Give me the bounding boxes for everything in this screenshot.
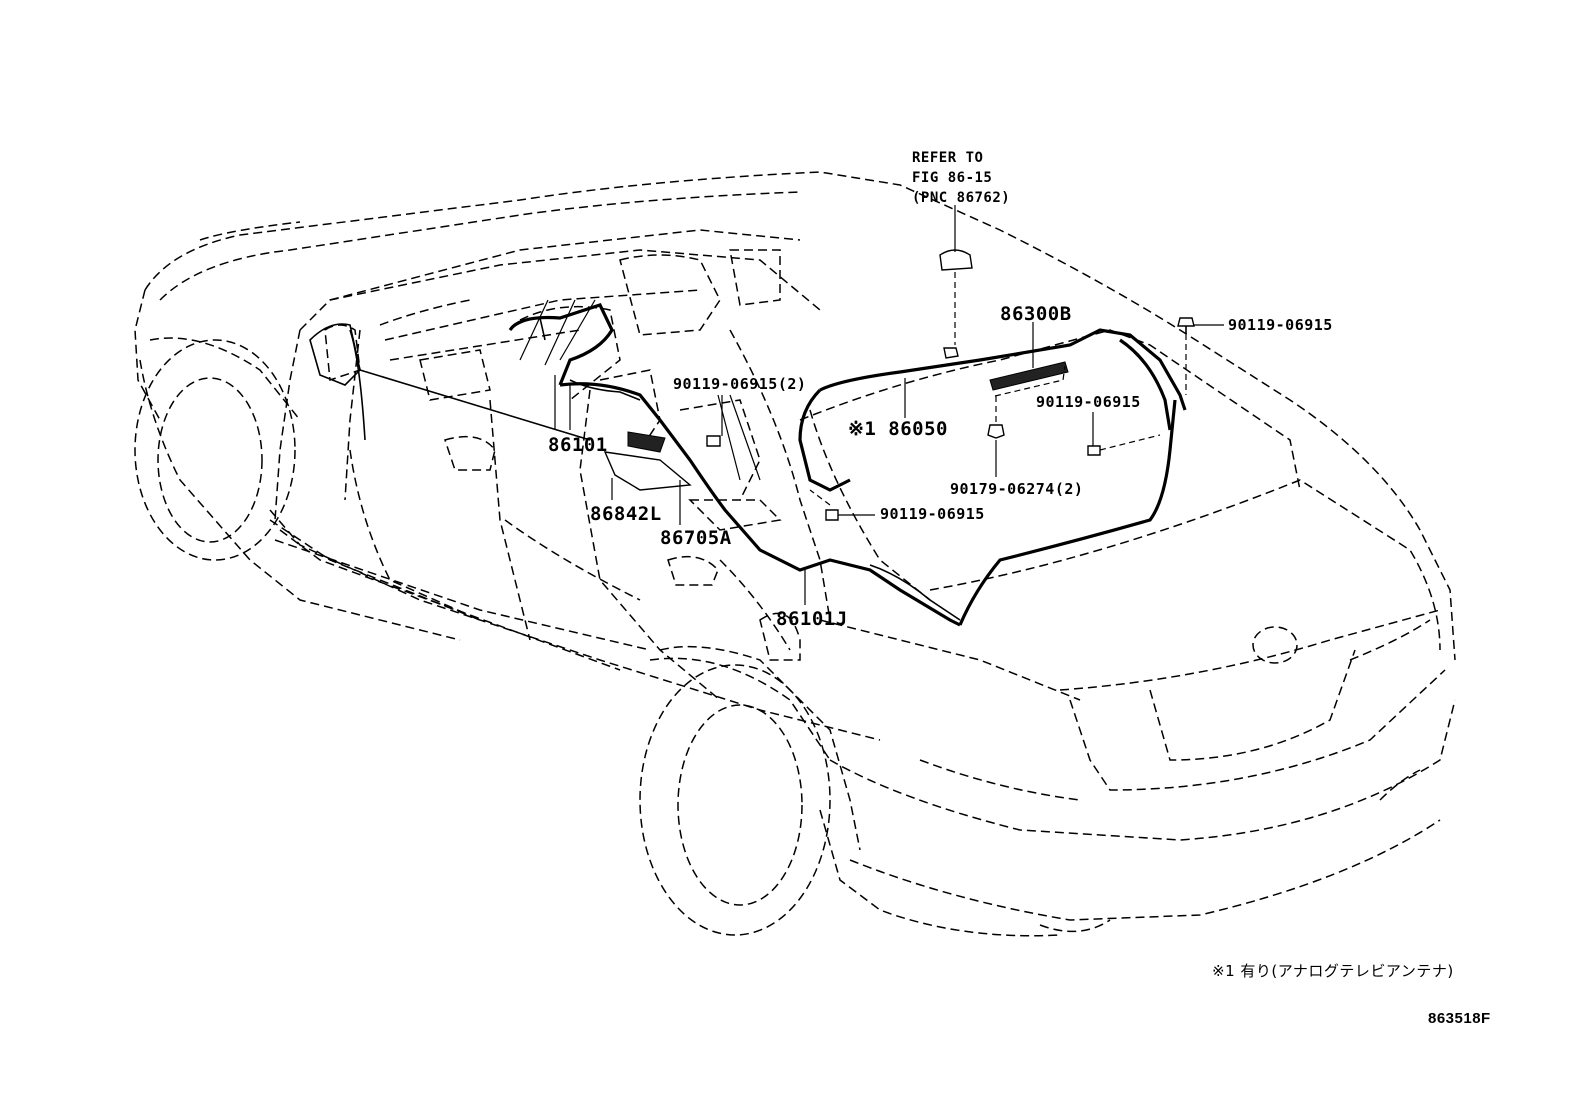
part-label-86050[interactable]: ※1 86050 <box>848 418 948 440</box>
antenna-base-icon <box>939 249 973 359</box>
part-label-86101J[interactable]: 86101J <box>776 608 848 630</box>
bolt-icon <box>706 435 721 447</box>
car-solid-edges <box>309 317 591 441</box>
part-label-86101[interactable]: 86101 <box>548 434 608 456</box>
refer-line-1: REFER TO <box>912 150 984 166</box>
refer-to-note: REFER TO FIG 86-15 (PNC 86762) <box>912 148 1010 208</box>
bolt-icon <box>1177 317 1195 334</box>
part-label-90119-06915-top[interactable]: 90119-06915 <box>1228 316 1333 334</box>
part-label-90119-06915-2[interactable]: 90119-06915(2) <box>673 375 807 393</box>
bolt-icon <box>825 509 839 521</box>
part-label-86705A[interactable]: 86705A <box>660 527 732 549</box>
car-body-outline <box>134 171 1456 937</box>
fasteners <box>706 249 1195 521</box>
part-label-90179-06274[interactable]: 90179-06274(2) <box>950 480 1084 498</box>
part-label-90119-06915-mid[interactable]: 90119-06915 <box>1036 393 1141 411</box>
part-label-86300B[interactable]: 86300B <box>1000 303 1072 325</box>
antenna-harness <box>508 303 1187 627</box>
clip-icon <box>987 424 1005 439</box>
bolt-icon <box>1087 445 1101 456</box>
leader-lines <box>519 205 1224 605</box>
refer-line-3: (PNC 86762) <box>912 190 1011 206</box>
refer-line-2: FIG 86-15 <box>912 170 993 186</box>
part-label-86842L[interactable]: 86842L <box>590 503 662 525</box>
diagram-code: 863518F <box>1428 1010 1491 1027</box>
part-label-90119-06915-lower[interactable]: 90119-06915 <box>880 505 985 523</box>
footnote: ※1 有り(アナログテレビアンテナ) <box>1212 962 1454 980</box>
